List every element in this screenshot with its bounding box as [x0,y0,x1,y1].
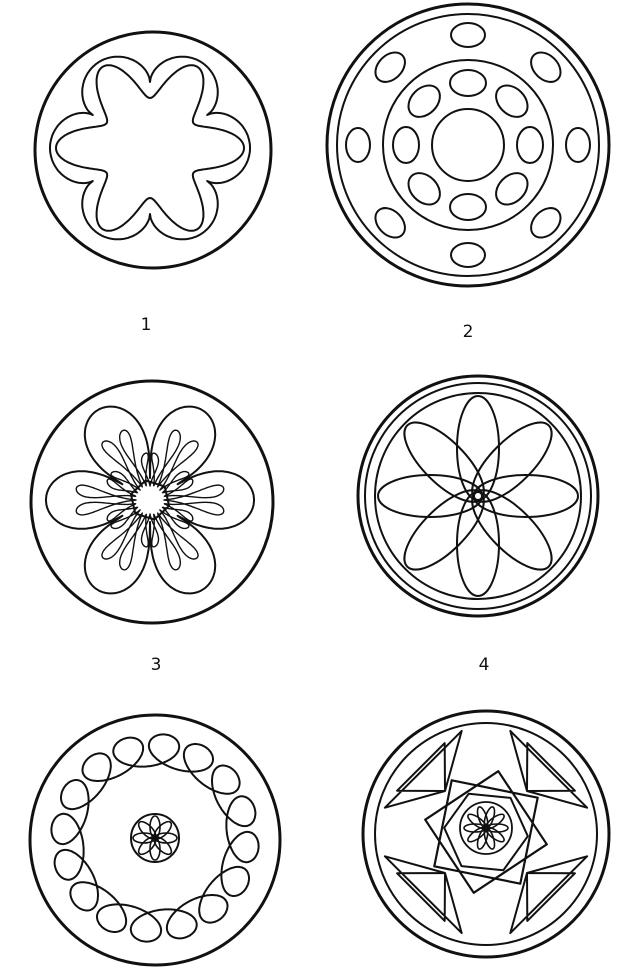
figure-4-rosette-petal [460,410,563,513]
figure-3-inner-loops [76,430,223,570]
figure-2-outer-oval [451,243,485,267]
figure-2-inner-oval [402,167,446,211]
figure-2-inner-ovals [393,70,543,220]
figure-2-inner-oval [517,127,543,163]
figure-4-second-circle [365,383,591,609]
figure-4-rosette-petal [474,475,578,517]
figure-6 [363,711,609,957]
figure-2-inner-oval [402,79,446,123]
figure-1-outer-circle [35,32,271,268]
figure-2 [327,4,609,286]
figure-2-label: 2 [463,322,474,342]
figure-2-inner-oval [393,127,419,163]
figure-2-outer-oval [346,128,370,162]
figure-4-rosette-petals [378,396,578,596]
figure-5 [30,715,280,965]
figure-4-outer-circle [358,376,598,616]
figure-2-inner-circle [432,109,504,181]
figure-4-rosette-petal [392,478,495,581]
figure-2-outer-oval [566,128,590,162]
figure-2-inner-oval [490,79,534,123]
figure-4-label: 4 [479,655,490,675]
figure-6-second-circle [375,723,597,945]
figure-6-rosette-petals [464,806,508,850]
figure-4-rosette-petal [457,492,499,596]
figure-2-inner-oval [450,70,486,96]
figure-2-inner-oval [490,167,534,211]
figure-2-middle-circle [383,60,553,230]
figure-1-label: 1 [141,315,152,335]
figure-2-outer-oval [451,23,485,47]
figure-3-label: 3 [151,655,162,675]
figure-5-rosette-petal [151,819,174,842]
figure-4-rosette-petal [392,410,495,513]
figure-2-inner-oval [450,194,486,220]
figure-2-second-circle [337,14,599,276]
figure-4-inner-circle [375,393,581,599]
figure-6-outer-circle [363,711,609,957]
figure-3-outer-circle [31,381,273,623]
figure-4-rosette-petal [460,478,563,581]
figure-5-rosette-petals [133,816,177,860]
figure-4-rosette-petal [457,396,499,500]
figure-4 [358,376,598,616]
figure-3 [31,381,273,623]
figure-1 [35,32,271,268]
figure-1-star-outline [56,65,244,231]
figure-1-petal-outline [50,57,250,240]
figure-3-flower-outline [46,407,254,594]
figure-4-rosette-petal [378,475,482,517]
